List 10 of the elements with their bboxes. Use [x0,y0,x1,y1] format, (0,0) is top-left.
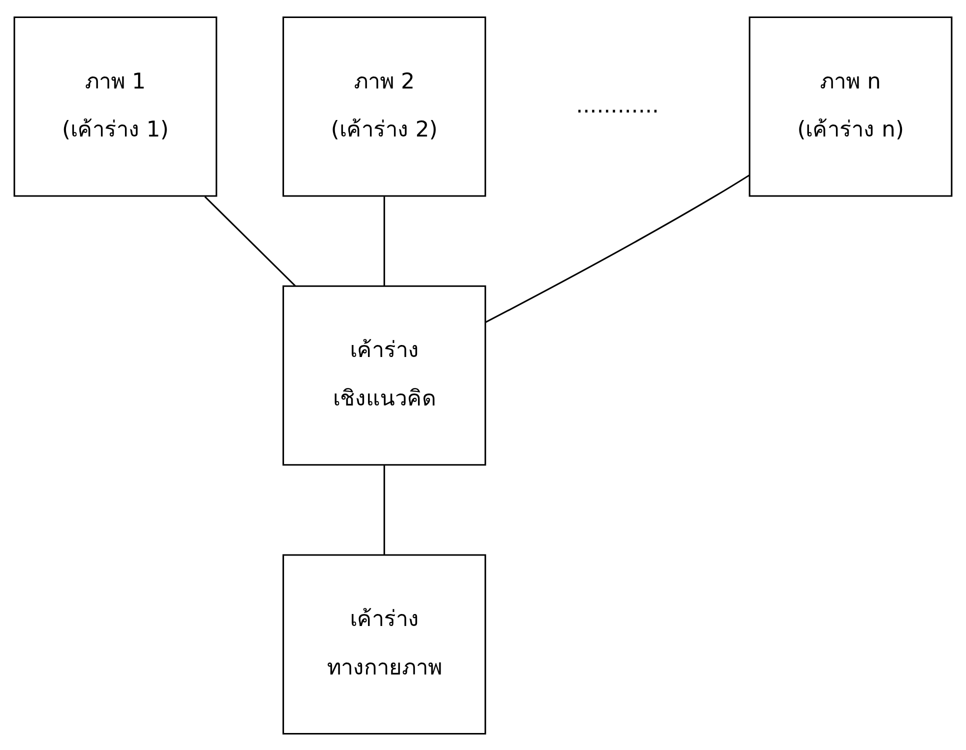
node-box: ภาพ n (เค้าร่าง n) [748,16,952,196]
connector [485,174,750,323]
node-box: ภาพ 1 (เค้าร่าง 1) [14,16,218,196]
connector [384,196,386,286]
connector [204,196,296,286]
node-box: เค้าร่าง เชิงแนวคิด [282,284,486,466]
label: ............ [576,92,659,118]
connector [384,465,386,554]
node-box: เค้าร่าง ทางกายภาพ [282,554,486,734]
node-box: ภาพ 2 (เค้าร่าง 2) [282,16,486,196]
